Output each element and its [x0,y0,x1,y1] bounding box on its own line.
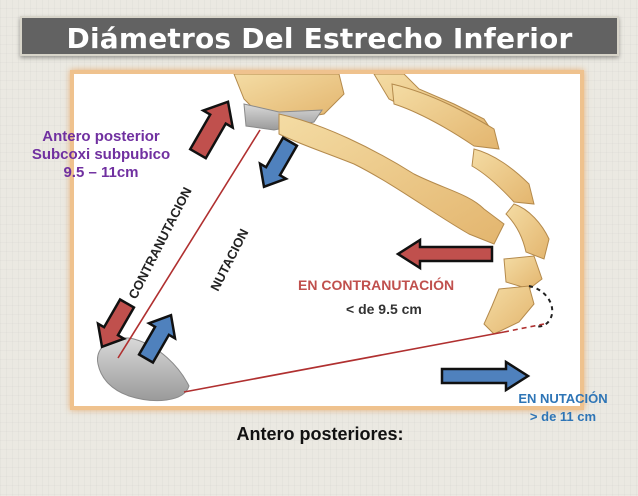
ap-label-line3: 9.5 – 11cm [63,164,139,181]
blue-arrow-down [258,136,299,189]
ap-label-line2: Subcoxi subpubico [31,146,171,163]
contranutacion-value: < de 9.5 cm [346,301,422,317]
contranutacion-title: EN CONTRANUTACIÓN [298,276,454,293]
nutacion-axis-label: NUTACION [207,226,251,293]
diagram-svg: CONTRANUTACION NUTACION EN CONTRANUTACIÓ… [96,74,554,402]
sacral-vertebra-1 [391,83,500,150]
contranutacion-axis-label: CONTRANUTACION [125,185,194,302]
coccyx-bone [483,285,535,335]
nutacion-label-line2: > de 11 cm [529,409,597,424]
coccyx-nutation-outline [528,285,554,328]
pelvic-outlet-diagram: CONTRANUTACION NUTACION EN CONTRANUTACIÓ… [70,70,584,410]
nutacion-label: EN NUTACIÓN > de 11 cm [498,390,628,426]
nutacion-diameter-dashed [503,323,545,333]
title-bar: Diámetros Del Estrecho Inferior [20,16,619,56]
blue-arrow-up [137,313,177,365]
antero-posterior-label: Antero posterior Subcoxi subpubico 9.5 –… [6,128,196,182]
nutacion-diameter-line [183,331,505,393]
red-arrow-down [96,297,136,349]
sacral-vertebra-4 [503,255,543,290]
nutacion-label-line1: EN NUTACIÓN [518,391,608,406]
ap-label-line1: Antero posterior [42,128,160,145]
sacral-vertebra-2 [471,148,535,205]
red-arrow-left [395,237,494,271]
slide-title: Diámetros Del Estrecho Inferior [66,22,573,55]
sacrum-bone [278,113,505,245]
contranutacion-diameter-line [117,129,261,359]
red-arrow-up [188,100,235,160]
bottom-caption: Antero posteriores: [236,424,404,444]
sacral-vertebra-3 [505,203,550,260]
blue-arrow-right [440,359,531,393]
